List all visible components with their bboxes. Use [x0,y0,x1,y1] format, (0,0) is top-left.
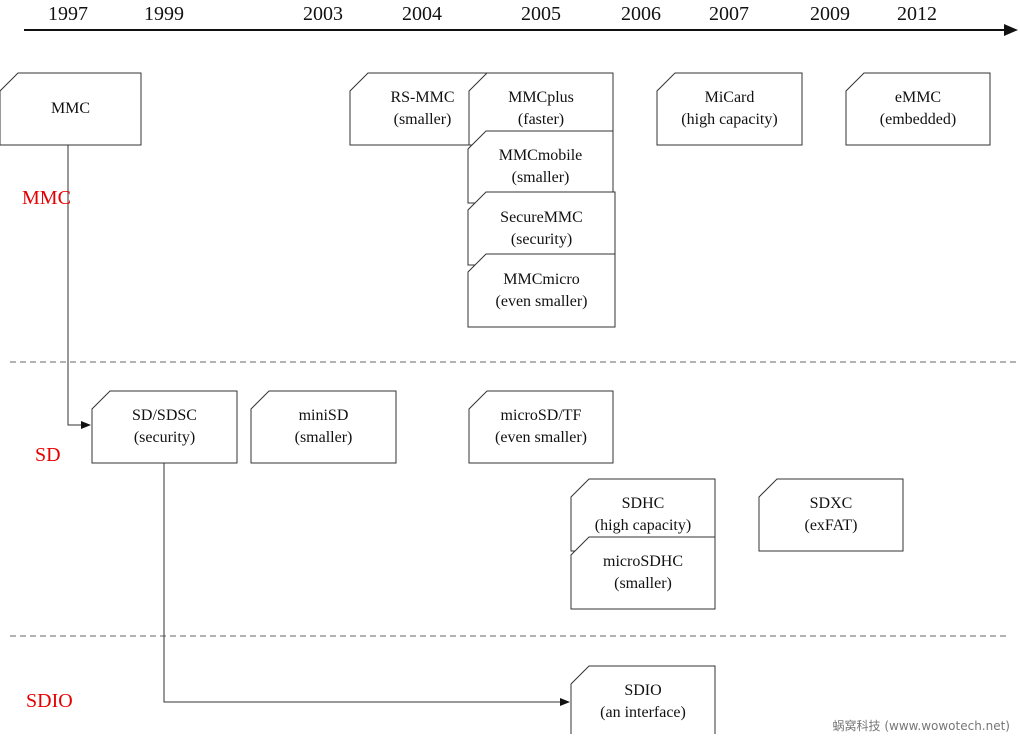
card-shape-microsdhc [570,536,716,610]
card-rs-mmc: RS-MMC (smaller) [350,73,495,145]
card-note: (even smaller) [495,292,588,310]
card-name: MMCplus [508,89,574,106]
card-mmcplus: MMCplus (faster) [469,73,613,145]
card-note: (high capacity) [594,517,692,534]
card-shape-emmc [845,72,991,146]
card-microsd: microSD/TF (even smaller) [469,391,613,463]
card-sd-sdsc: SD/SDSC (security) [92,391,237,463]
card-name: SDHC [621,495,665,512]
year-label: 2005 [521,3,561,25]
section-label-mmc: MMC [22,187,71,209]
card-name: MiCard [704,89,755,106]
section-label-sdio: SDIO [26,690,73,712]
card-note: (exFAT) [804,517,858,534]
card-note: (smaller) [614,575,672,592]
card-note: (faster) [517,111,565,128]
card-sdxc: SDXC (exFAT) [759,479,903,551]
card-note: (embedded) [879,111,957,128]
card-securemmc: SecureMMC (security) [468,192,615,265]
card-note: (security) [133,429,196,446]
card-name: SecureMMC [500,208,583,226]
section-label-sd: SD [35,444,61,466]
card-shape-rs-mmc [349,72,496,146]
card-name: microSDHC [603,553,683,570]
card-sdhc: SDHC (high capacity) [571,479,715,551]
card-note: (smaller) [511,169,570,186]
card-name: MMCmicro [503,270,580,288]
sd-to-sdio-connector [163,463,570,706]
year-label: 2004 [402,3,442,25]
year-label: 2012 [897,3,937,25]
card-shape-sdio [570,665,716,734]
card-name: MMC [50,100,91,117]
card-note: (an interface) [600,704,686,721]
year-label: 2007 [709,3,749,25]
card-name: miniSD [298,407,349,424]
card-minisd: miniSD (smaller) [251,391,396,463]
card-sdio: SDIO (an interface) [571,666,715,738]
card-note: (security) [510,230,573,248]
card-shape-micard [656,72,803,146]
card-emmc: eMMC (embedded) [846,73,990,145]
card-shape-sdxc [758,478,904,552]
card-note: (high capacity) [681,111,778,128]
year-label: 2006 [621,3,661,25]
card-shape-mmc [0,72,142,146]
year-label: 2009 [810,3,850,25]
card-shape-mmcmicro [467,253,616,328]
card-name: RS-MMC [390,89,455,106]
card-name: SDXC [809,495,853,512]
card-shape-sd-sdsc [91,390,238,464]
card-name: SD/SDSC [132,407,197,424]
card-mmcmicro: MMCmicro (even smaller) [468,254,615,327]
card-micard: MiCard (high capacity) [657,73,802,145]
card-note: (smaller) [294,429,353,446]
mmc-to-sd-connector [67,145,91,429]
card-name: microSD/TF [500,407,582,424]
year-label: 2003 [303,3,343,25]
card-name: eMMC [894,89,942,106]
card-microsdhc: microSDHC (smaller) [571,537,715,609]
card-note: (even smaller) [495,429,587,446]
card-note: (smaller) [393,111,452,128]
card-name: MMCmobile [498,147,583,164]
card-mmcmobile: MMCmobile (smaller) [468,131,613,203]
card-shape-microsd [468,390,614,464]
card-mmc: MMC [0,73,141,145]
year-label: 1997 [48,3,88,25]
year-label: 1999 [144,3,184,25]
card-name: SDIO [624,682,662,699]
watermark: 蜗窝科技 (www.wowotech.net) [832,719,1010,733]
card-shape-minisd [250,390,397,464]
timeline-arrow-icon [1004,24,1018,36]
